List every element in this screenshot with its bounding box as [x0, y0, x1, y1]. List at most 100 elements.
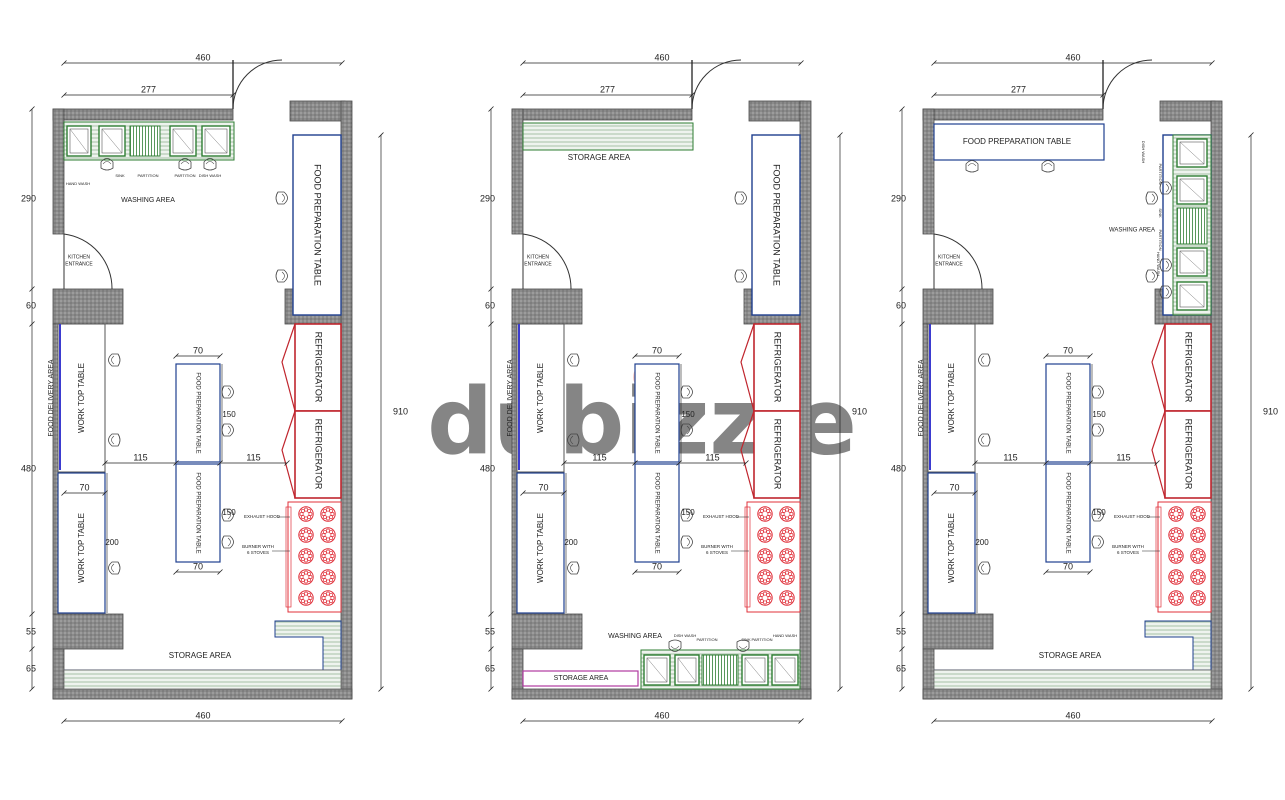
burner-flame: [1177, 557, 1182, 562]
dim-table-w-bottom: 70: [652, 561, 662, 571]
burner-flame: [304, 591, 308, 596]
burner-flame: [780, 596, 785, 600]
dimension-tick: [61, 718, 67, 724]
chair-seat: [221, 508, 234, 522]
dimension-tick: [488, 646, 494, 652]
burner-flame: [326, 528, 330, 533]
burner-flame: [1192, 529, 1197, 534]
hand-wash-sink: [771, 654, 799, 686]
dimension-tick: [29, 611, 35, 617]
burner-ring: [298, 506, 314, 522]
dim-table-w-top: 70: [652, 345, 662, 355]
burner-flame: [788, 550, 793, 555]
burner-flame: [785, 570, 789, 575]
chair-seat: [221, 423, 234, 437]
sink-label: SINK: [741, 637, 751, 642]
burner-flame: [300, 557, 305, 562]
sink-2: [741, 654, 769, 686]
chair-back: [570, 435, 574, 445]
burner-flame: [326, 600, 330, 605]
burner-flame: [1196, 570, 1200, 575]
sink-inner: [677, 657, 697, 683]
food-preparation-table: [751, 134, 801, 316]
burner-flame: [304, 537, 308, 542]
burner-icon: [757, 569, 773, 585]
chair-icon: [100, 158, 114, 171]
burner-flame: [300, 508, 305, 513]
burner-flame: [766, 557, 771, 562]
chair-back: [1097, 537, 1101, 547]
sink-diag: [1179, 141, 1205, 165]
center-food-preparation-table-2: [634, 463, 680, 563]
chair-seat: [734, 191, 747, 205]
dimension-tick: [61, 60, 67, 66]
dimension-tick: [29, 106, 35, 112]
burner-flame: [1169, 575, 1174, 579]
work-top-table-2-label: WORK TOP TABLE: [536, 513, 545, 583]
burner-ring: [320, 548, 336, 564]
dim-left-e: 65: [26, 663, 36, 673]
burner-flame: [308, 512, 313, 516]
dim-gap-left: 115: [133, 452, 147, 462]
drain-grate: [1176, 207, 1208, 245]
chair-back: [686, 425, 690, 435]
work-top-table-1-label: WORK TOP TABLE: [947, 363, 956, 433]
chair-icon: [108, 433, 121, 447]
left-pier-lower: [922, 613, 994, 650]
burner-flame: [788, 508, 793, 513]
burner-flame: [1177, 571, 1182, 576]
dim-gap-right: 115: [246, 452, 260, 462]
top-wall-right: [1159, 100, 1216, 122]
burner-flame: [300, 578, 305, 583]
storage-area-label: STORAGE AREA: [169, 651, 232, 660]
burner-ring: [757, 506, 773, 522]
dimension-tick: [837, 132, 843, 138]
burner-flame: [759, 536, 764, 541]
chair-icon: [108, 353, 121, 367]
dim-gap-left: 115: [1003, 452, 1017, 462]
center-table-1-label: FOOD PREPARATION TABLE: [1064, 372, 1070, 453]
dimension-tick: [676, 569, 682, 575]
burner-flame: [307, 578, 312, 583]
dish-wash-label: DISH WASH: [1141, 141, 1146, 164]
burner-flame: [781, 578, 786, 583]
burner-ring: [320, 569, 336, 585]
center-food-preparation-table-1: [634, 363, 680, 463]
burner-flame: [789, 554, 794, 558]
chair-seat: [567, 353, 580, 367]
burner-flame: [763, 558, 767, 563]
dimension-tick: [931, 718, 937, 724]
burner-flame: [1191, 596, 1196, 600]
dimension-tick: [972, 490, 978, 496]
chair-seat: [965, 160, 979, 173]
burner-flame: [299, 533, 304, 537]
food-delivery-area-label: FOOD DELIVERY AREA: [507, 359, 514, 436]
chair-icon: [668, 639, 682, 652]
chair-seat: [275, 191, 288, 205]
burner-icon: [298, 527, 314, 543]
dimension-tick: [798, 718, 804, 724]
chair-back: [111, 435, 115, 445]
sink-inner: [1179, 141, 1205, 165]
dim-right-total: 910: [393, 406, 408, 416]
dimension-tick: [676, 353, 682, 359]
burner-icon: [1168, 506, 1184, 522]
chair-back: [1165, 183, 1169, 193]
dimension-tick: [488, 321, 494, 327]
sink-basin: [674, 654, 700, 686]
burner-flame: [1178, 533, 1183, 537]
burner-icon: [1168, 590, 1184, 606]
refrigerator-1: [294, 323, 342, 412]
burner-flame: [758, 512, 763, 516]
storage-shelf: [934, 620, 1212, 671]
work-top-table-2: [516, 472, 565, 614]
burner-flame: [322, 550, 327, 555]
dim-left-d: 55: [896, 626, 906, 636]
top-wall-right: [748, 100, 805, 122]
dimension-tick: [899, 321, 905, 327]
sink-diag: [101, 128, 123, 154]
burner-flame: [767, 596, 772, 600]
sink-diag: [172, 128, 194, 154]
